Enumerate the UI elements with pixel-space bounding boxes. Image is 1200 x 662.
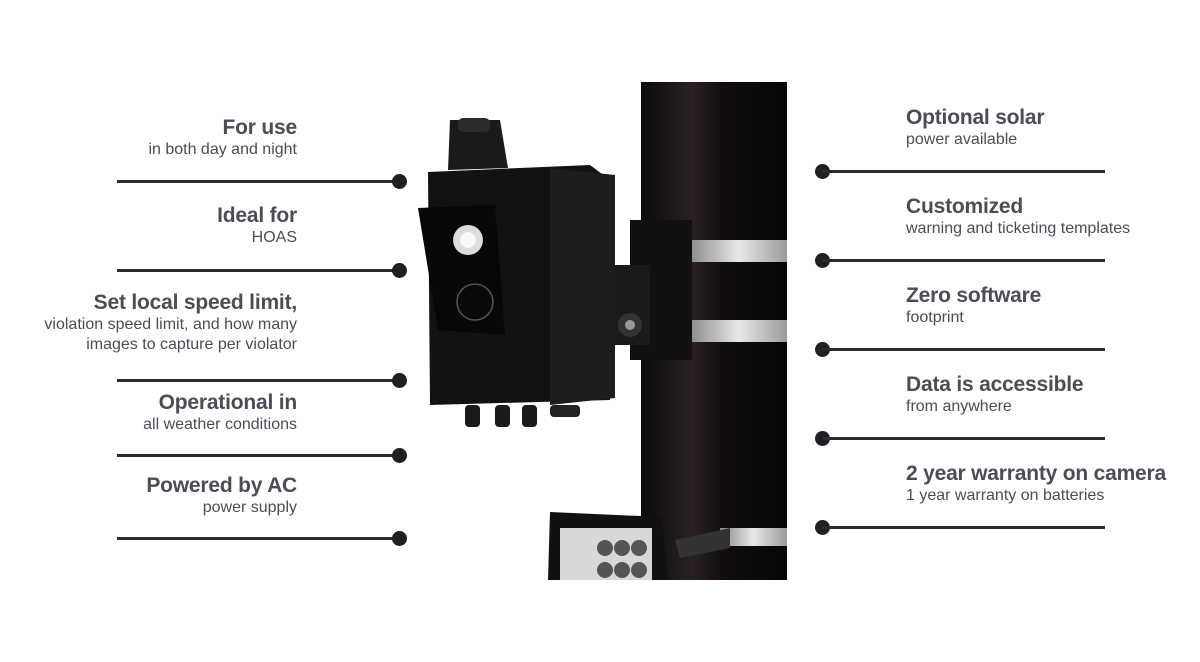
feature-subtitle: in both day and night <box>148 141 297 158</box>
connector-line <box>117 379 397 382</box>
feature-title: 2 year warranty on camera <box>906 462 1166 485</box>
feature-data-access: Data is accessible from anywhere <box>906 373 1196 417</box>
feature-subtitle: violation speed limit, and how many <box>44 316 297 333</box>
connector-line <box>117 180 397 183</box>
connector-dot <box>392 448 407 463</box>
feature-solar: Optional solar power available <box>906 106 1196 150</box>
feature-title: Customized <box>906 195 1024 218</box>
feature-subtitle: images to capture per violator <box>86 336 297 353</box>
feature-title: Powered by AC <box>146 474 297 497</box>
connector-dot <box>392 263 407 278</box>
feature-warranty: 2 year warranty on camera 1 year warrant… <box>906 462 1196 506</box>
feature-title: Zero software <box>906 284 1042 307</box>
feature-weather: Operational in all weather conditions <box>0 391 297 435</box>
feature-title: Operational in <box>158 391 298 414</box>
feature-title: Data is accessible <box>906 373 1084 396</box>
feature-speed-limit: Set local speed limit, violation speed l… <box>0 291 297 355</box>
feature-subtitle: power supply <box>202 499 297 516</box>
feature-subtitle: from anywhere <box>906 398 1012 415</box>
feature-subtitle: warning and ticketing templates <box>906 220 1131 237</box>
connector-line <box>117 454 397 457</box>
feature-templates: Customized warning and ticketing templat… <box>906 195 1196 239</box>
feature-hoas: Ideal for HOAS <box>0 204 297 248</box>
connector-line <box>822 170 1105 173</box>
connector-line <box>822 437 1105 440</box>
connector-line <box>822 526 1105 529</box>
connector-line <box>117 269 397 272</box>
feature-title: Ideal for <box>217 204 297 227</box>
feature-title: Set local speed limit, <box>93 291 298 314</box>
feature-ac-power: Powered by AC power supply <box>0 474 297 518</box>
feature-software: Zero software footprint <box>906 284 1196 328</box>
feature-subtitle: power available <box>906 131 1018 148</box>
connector-line <box>822 348 1105 351</box>
connector-dot <box>392 174 407 189</box>
connector-line <box>822 259 1105 262</box>
speed-camera-on-pole-image <box>418 82 787 580</box>
connector-line <box>117 537 397 540</box>
feature-subtitle: 1 year warranty on batteries <box>906 487 1105 504</box>
feature-subtitle: all weather conditions <box>143 416 297 433</box>
feature-subtitle: HOAS <box>251 229 297 246</box>
feature-title: For use <box>222 116 298 139</box>
connector-dot <box>392 373 407 388</box>
connector-dot <box>392 531 407 546</box>
feature-title: Optional solar <box>906 106 1045 129</box>
feature-day-night: For use in both day and night <box>0 116 297 160</box>
feature-subtitle: footprint <box>906 309 964 326</box>
